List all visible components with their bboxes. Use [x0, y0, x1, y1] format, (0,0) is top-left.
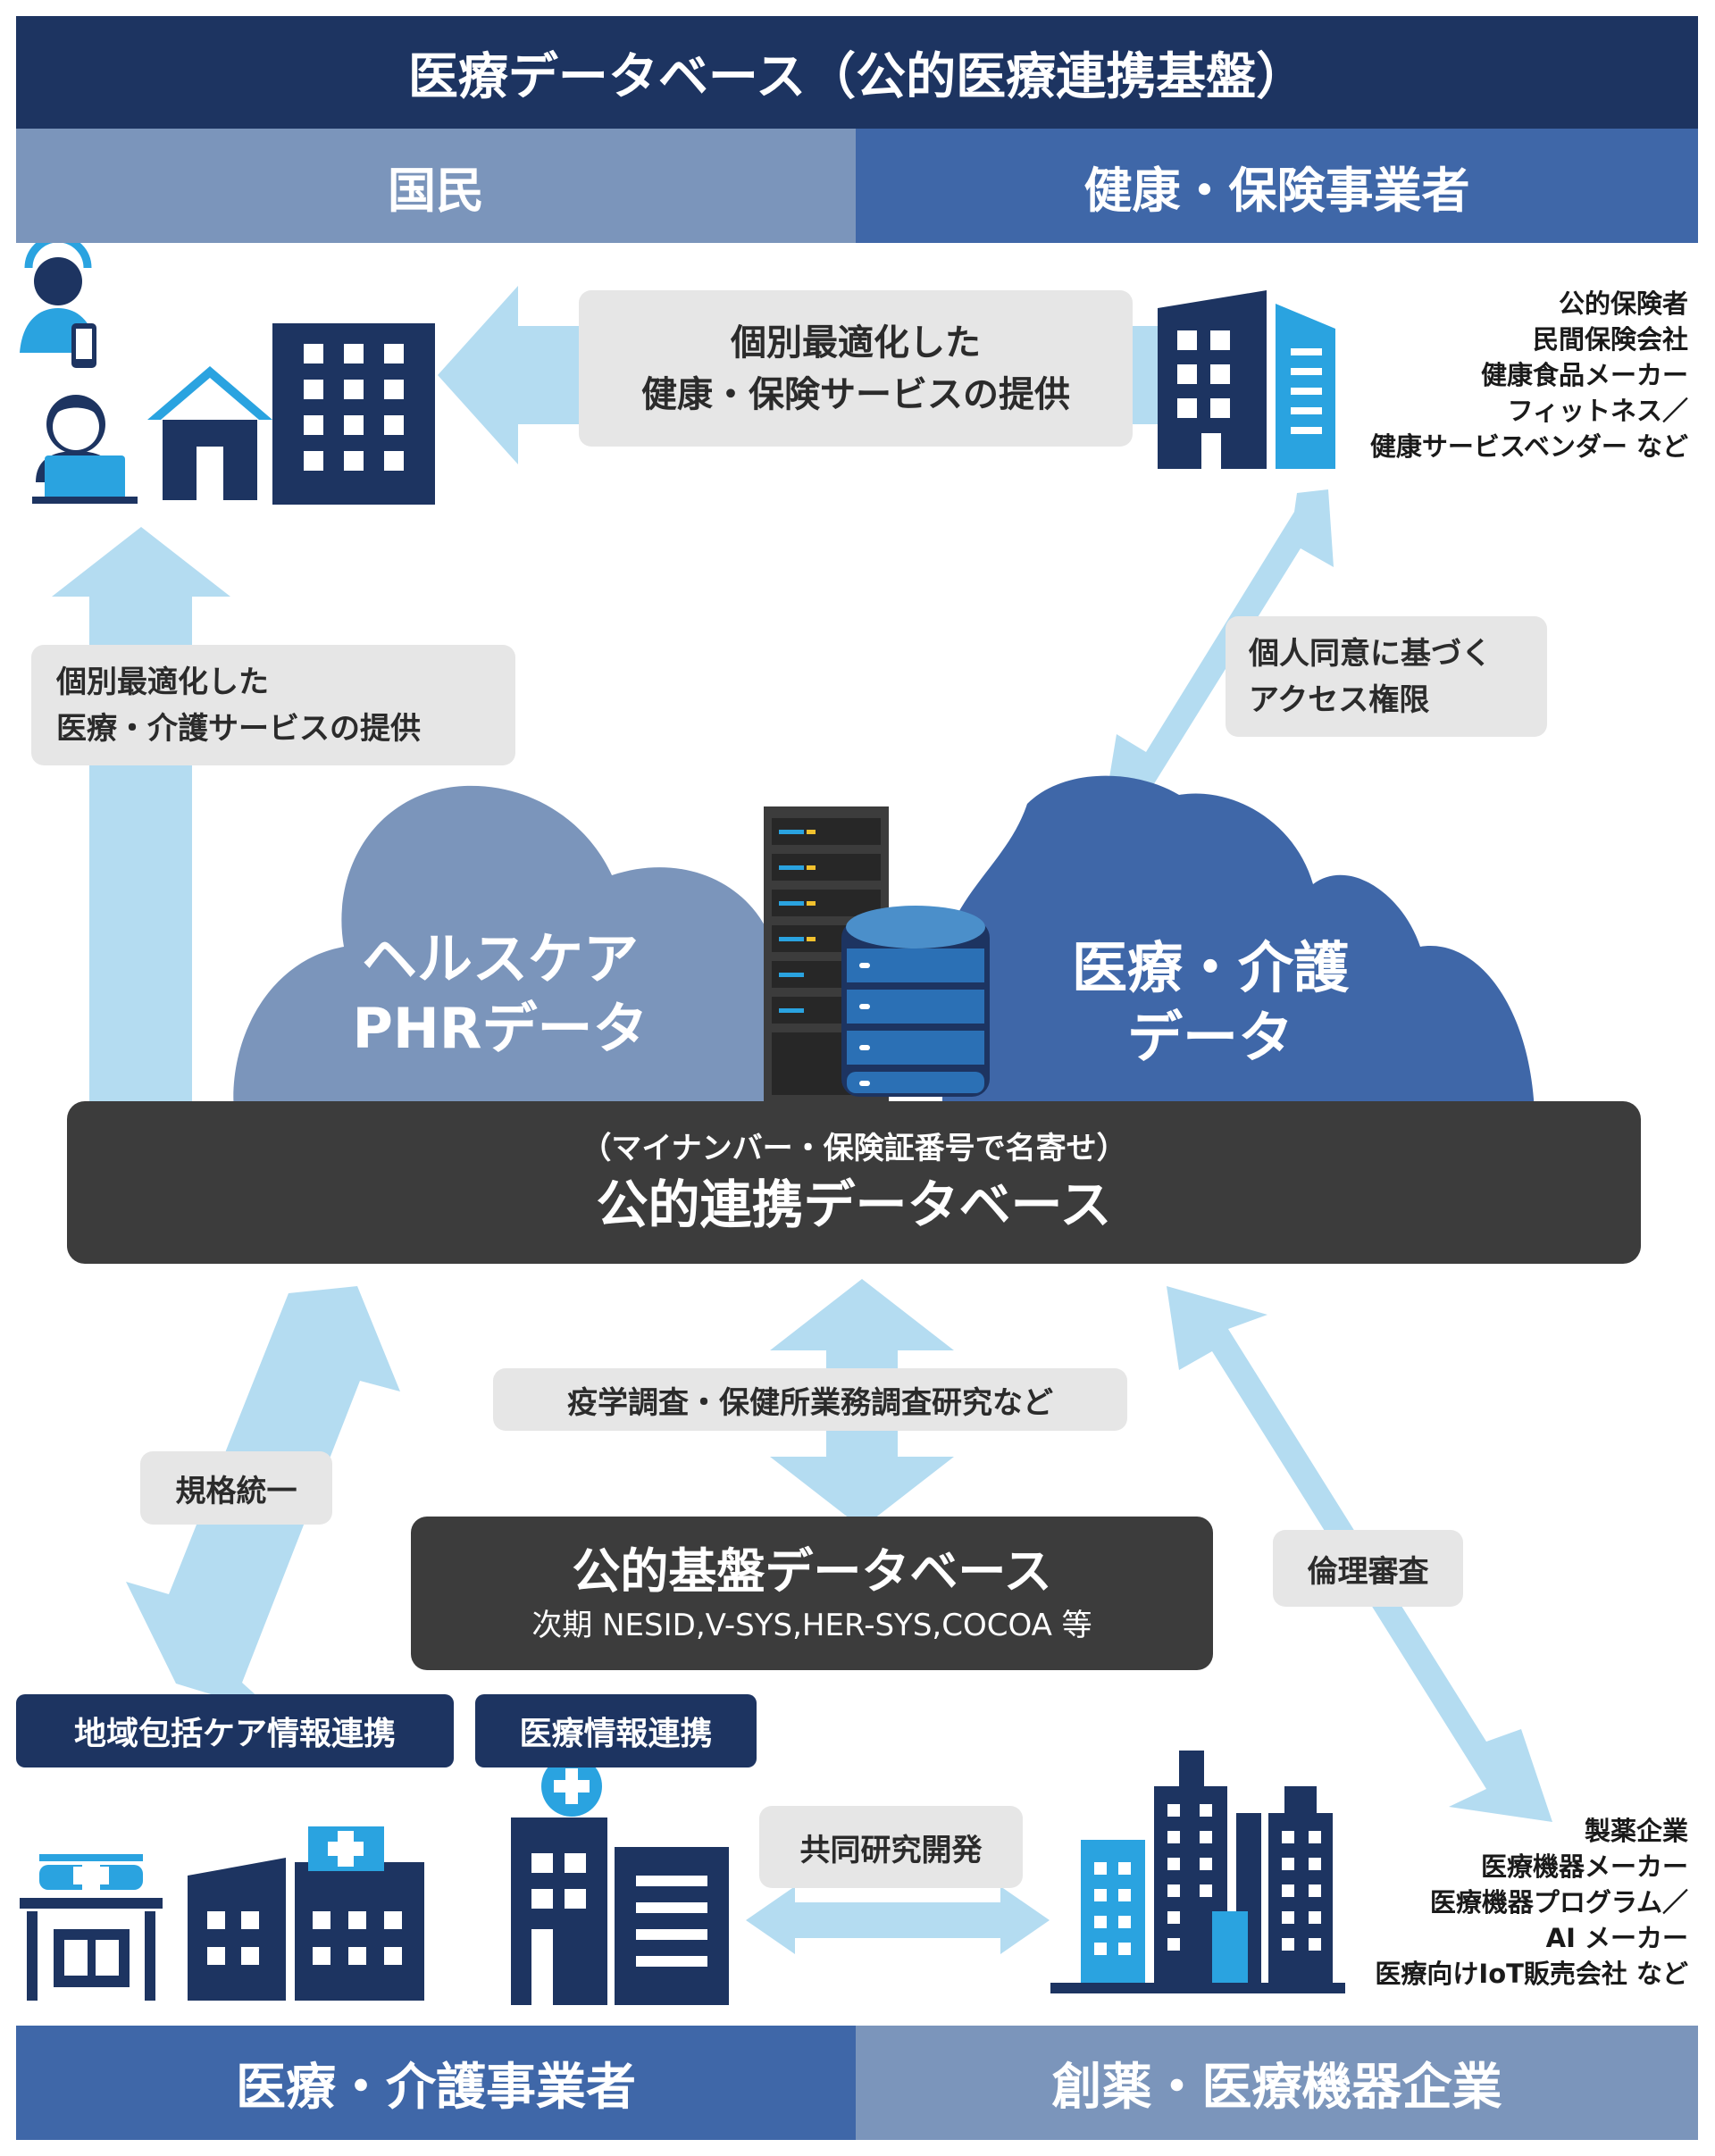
label-ethics-review: 倫理審査 [1273, 1530, 1463, 1607]
arrow-to-citizens [438, 286, 581, 464]
label-consent-line2: アクセス権限 [1249, 681, 1430, 718]
main-title: 医療データベース（公的医療連携基盤） [16, 16, 1698, 129]
pharma-item: 医療向けIoT販売会社 など [1375, 1959, 1688, 1989]
clinic-icon [20, 1854, 163, 2001]
label-standardization: 規格統一 [140, 1451, 332, 1525]
man-laptop-icon [32, 395, 138, 504]
woman-smartphone-icon [20, 234, 96, 368]
pharma-item: 医療機器プログラム／ [1429, 1887, 1688, 1918]
tag-regional-care-link: 地域包括ケア情報連携 [16, 1694, 454, 1767]
label-consent-access: 個人同意に基づく アクセス権限 [1226, 616, 1547, 737]
insurer-item: フィットネス／ [1507, 396, 1688, 426]
cloud-left [233, 785, 767, 1112]
arrow-joint [746, 1886, 1050, 1954]
label-medical-service-line1: 個別最適化した [56, 664, 269, 700]
base-db-title: 公的基盤データベース [572, 1543, 1052, 1600]
public-linkage-database: （マイナンバー・保険証番号で名寄せ） 公的連携データベース [67, 1101, 1641, 1264]
label-joint-development: 共同研究開発 [759, 1806, 1023, 1888]
insurer-item: 公的保険者 [1558, 288, 1688, 319]
arrow-up-citizens [52, 527, 230, 1107]
label-consent-line1: 個人同意に基づく [1249, 635, 1492, 672]
cloud-left-line1: ヘルスケア [361, 926, 639, 991]
label-research: 疫学調査・保健所業務調査研究など [493, 1368, 1127, 1431]
pharma-item: 医療機器メーカー [1480, 1851, 1688, 1882]
house-icon [147, 366, 272, 500]
tag-medical-info-link: 医療情報連携 [475, 1694, 757, 1767]
insurer-building-icon [1158, 290, 1335, 469]
public-db-subtitle: （マイナンバー・保険証番号で名寄せ） [581, 1131, 1127, 1166]
hospital-icon [511, 1756, 729, 2005]
cloud-healthcare-phr: ヘルスケア PHRデータ [295, 924, 706, 1064]
label-health-service-line2: 健康・保険サービスの提供 [641, 373, 1070, 415]
arrow-consent [1104, 489, 1334, 810]
section-medical-providers: 医療・介護事業者 [16, 2026, 856, 2140]
label-health-service-line1: 個別最適化した [731, 322, 981, 364]
label-health-service: 個別最適化した 健康・保険サービスの提供 [579, 290, 1133, 447]
cloud-right [942, 775, 1535, 1112]
label-medical-service: 個別最適化した 医療・介護サービスの提供 [31, 645, 515, 765]
cloud-right-line2: データ [1126, 1005, 1293, 1070]
cloud-medical-care: 医療・介護 データ [1009, 933, 1411, 1073]
pharma-buildings-icon [1050, 1751, 1345, 1993]
database-icon [841, 906, 990, 1097]
public-db-title: 公的連携データベース [596, 1174, 1112, 1235]
base-db-subtitle: 次期 NESID,V-SYS,HER-SYS,COCOA 等 [531, 1608, 1092, 1643]
cloud-right-line1: 医療・介護 [1071, 935, 1349, 1000]
insurer-item: 健康サービスベンダー など [1369, 431, 1688, 462]
section-pharma-devices: 創薬・医療機器企業 [856, 2026, 1698, 2140]
section-citizens: 国民 [16, 129, 856, 243]
cloud-left-line2: PHRデータ [352, 996, 648, 1061]
public-base-database: 公的基盤データベース 次期 NESID,V-SYS,HER-SYS,COCOA … [411, 1517, 1213, 1670]
insurer-item: 健康食品メーカー [1480, 360, 1688, 390]
insurers-list: 公的保険者 民間保険会社 健康食品メーカー フィットネス／ 健康サービスベンダー… [1242, 286, 1688, 464]
pharma-list: 製薬企業 医療機器メーカー 医療機器プログラム／ AI メーカー 医療向けIoT… [1242, 1813, 1688, 1992]
insurer-item: 民間保険会社 [1532, 324, 1688, 355]
label-medical-service-line2: 医療・介護サービスの提供 [56, 710, 421, 747]
office-building-icon [272, 323, 435, 505]
pharma-item: AI メーカー [1545, 1923, 1688, 1953]
pharma-item: 製薬企業 [1584, 1816, 1688, 1846]
care-facility-icon [188, 1826, 424, 2001]
section-health-insurers: 健康・保険事業者 [856, 129, 1698, 243]
